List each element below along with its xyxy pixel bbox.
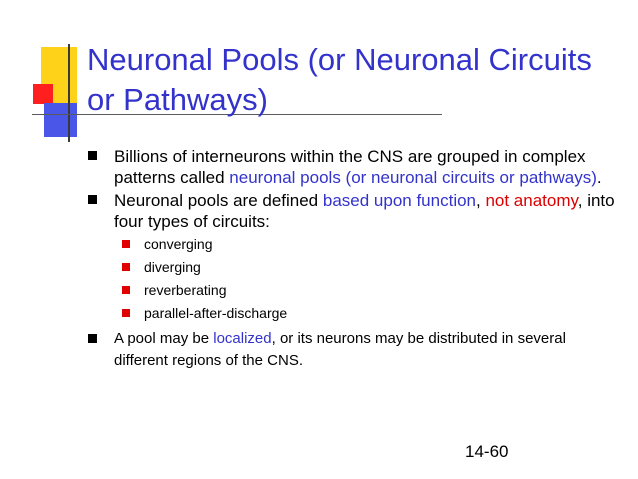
square-bullet-icon [88, 151, 97, 160]
decorative-red-square [33, 84, 53, 104]
sub-item-reverberating: reverberating [122, 279, 623, 302]
bullet-text: , or its neurons may be distributed in s… [114, 330, 566, 369]
bullet-list: Billions of interneurons within the CNS … [88, 146, 623, 374]
bullet-item-interneurons: Billions of interneurons within the CNS … [88, 146, 623, 188]
decorative-blue-square [44, 103, 77, 137]
highlight-not-anatomy: not anatomy [485, 191, 578, 210]
bullet-text: . [596, 168, 602, 187]
slide-title: Neuronal Pools (or Neuronal Circuits or … [87, 42, 592, 117]
decorative-horizontal-line [32, 114, 442, 115]
page-number: 14-60 [465, 442, 509, 461]
bullet-text: Neuronal pools are defined [114, 191, 323, 210]
bullet-text: Billions of interneurons within the CNS … [114, 147, 586, 187]
red-square-bullet-icon [122, 309, 130, 317]
highlight-based-upon-function: based upon function [322, 191, 476, 210]
red-square-bullet-icon [122, 240, 130, 248]
square-bullet-icon [88, 334, 97, 343]
highlight-neuronal-pools: neuronal pools (or neuronal circuits or … [229, 168, 597, 187]
sub-bullet-list: converging diverging reverberating paral… [114, 233, 623, 325]
sub-item-converging: converging [122, 233, 623, 256]
bullet-text: , into four types of circuits: [114, 191, 615, 231]
sub-item-diverging: diverging [122, 256, 623, 279]
sub-item-label: diverging [144, 259, 201, 275]
bullet-item-localized: A pool may be localized, or its neurons … [88, 328, 623, 372]
red-square-bullet-icon [122, 286, 130, 294]
bullet-item-defined: Neuronal pools are defined based upon fu… [88, 190, 623, 325]
bullet-text: , [476, 191, 486, 210]
sub-item-label: reverberating [144, 282, 227, 298]
bullet-text: A pool may be [114, 330, 214, 347]
square-bullet-icon [88, 195, 97, 204]
highlight-localized: localized [213, 330, 272, 347]
sub-item-parallel-after-discharge: parallel-after-discharge [122, 302, 623, 325]
decorative-vertical-line [68, 44, 70, 142]
red-square-bullet-icon [122, 263, 130, 271]
sub-item-label: parallel-after-discharge [144, 305, 288, 321]
sub-item-label: converging [144, 236, 213, 252]
